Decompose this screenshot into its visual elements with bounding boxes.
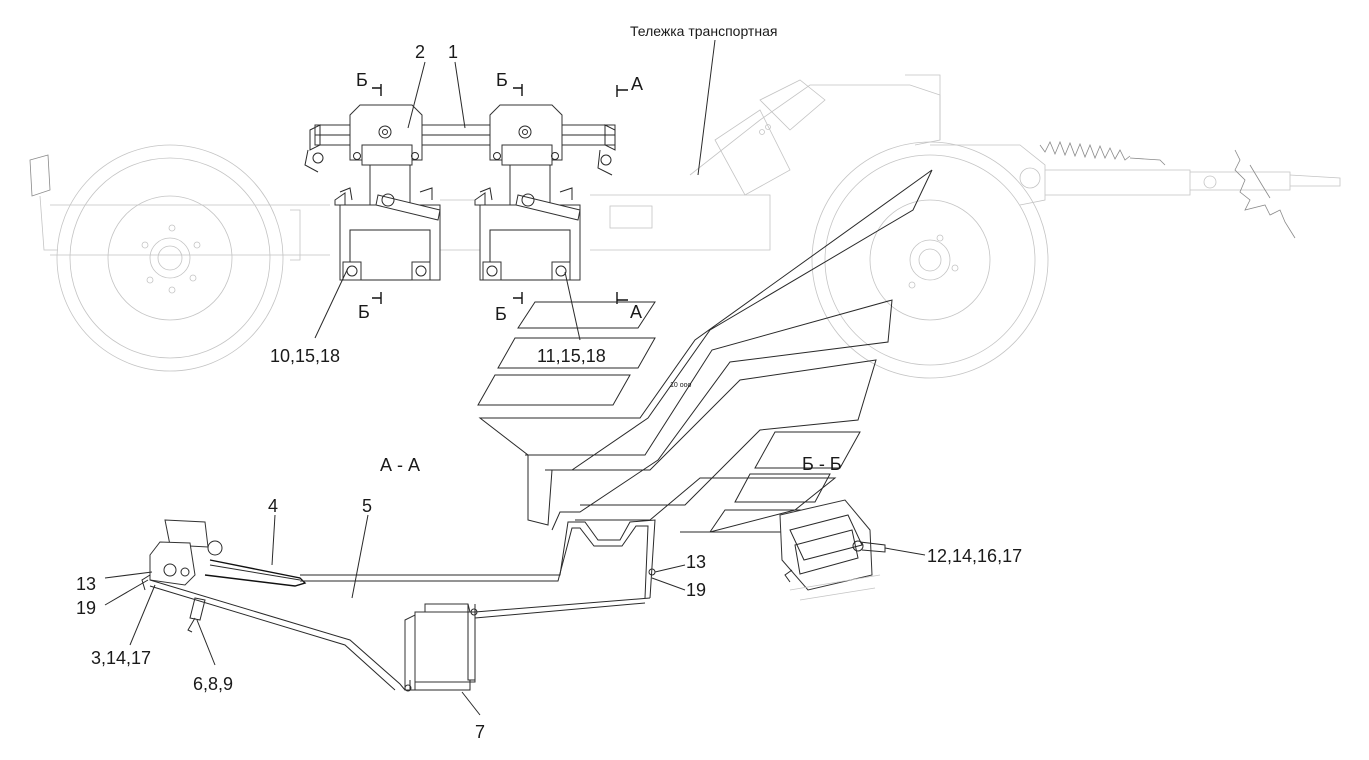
- part-number-4: 4: [268, 496, 278, 516]
- left-wheel: [56, 144, 284, 372]
- section-mark-b-bottom-right: Б: [495, 304, 507, 324]
- part-number-7: 7: [475, 722, 485, 742]
- part-number-1: 1: [448, 42, 458, 62]
- clamp-unit-left: [334, 104, 441, 281]
- part-numbers-10-15-18: 10,15,18: [270, 346, 340, 366]
- part-number-13-right: 13: [686, 552, 706, 572]
- part-number-19-right: 19: [686, 580, 706, 600]
- section-mark-b-top-left: Б: [356, 70, 368, 90]
- part-number-13-left: 13: [76, 574, 96, 594]
- part-number-5: 5: [362, 496, 372, 516]
- clamp-unit-right: [474, 104, 581, 281]
- section-mark-b-top-right: Б: [496, 70, 508, 90]
- section-mark-a-top: А: [631, 74, 643, 94]
- decal-plate-text: 10 ооо: [670, 382, 692, 389]
- section-title-aa: А - А: [380, 455, 420, 475]
- section-mark-b-bottom-left: Б: [358, 302, 370, 322]
- labels: Тележка транспортная 2 1 Б Б А Б Б А 10,…: [76, 23, 1022, 742]
- right-wheel: [811, 141, 1049, 379]
- decal-stripes: [477, 169, 933, 533]
- part-numbers-6-8-9: 6,8,9: [193, 674, 233, 694]
- part-number-2: 2: [415, 42, 425, 62]
- part-numbers-12-14-16-17: 12,14,16,17: [927, 546, 1022, 566]
- section-bb-detail: [779, 499, 926, 601]
- section-mark-a-bottom: А: [630, 302, 642, 322]
- part-number-19-left: 19: [76, 598, 96, 618]
- leaders-top: [314, 39, 716, 341]
- leaders-aa: [104, 514, 686, 716]
- transport-cart-background: [29, 74, 1341, 379]
- part-numbers-3-14-17: 3,14,17: [91, 648, 151, 668]
- lever-assembly: [141, 519, 656, 692]
- section-title-bb: Б - Б: [802, 454, 842, 474]
- cart-title-label: Тележка транспортная: [630, 23, 777, 39]
- part-numbers-11-15-18: 11,15,18: [537, 346, 606, 366]
